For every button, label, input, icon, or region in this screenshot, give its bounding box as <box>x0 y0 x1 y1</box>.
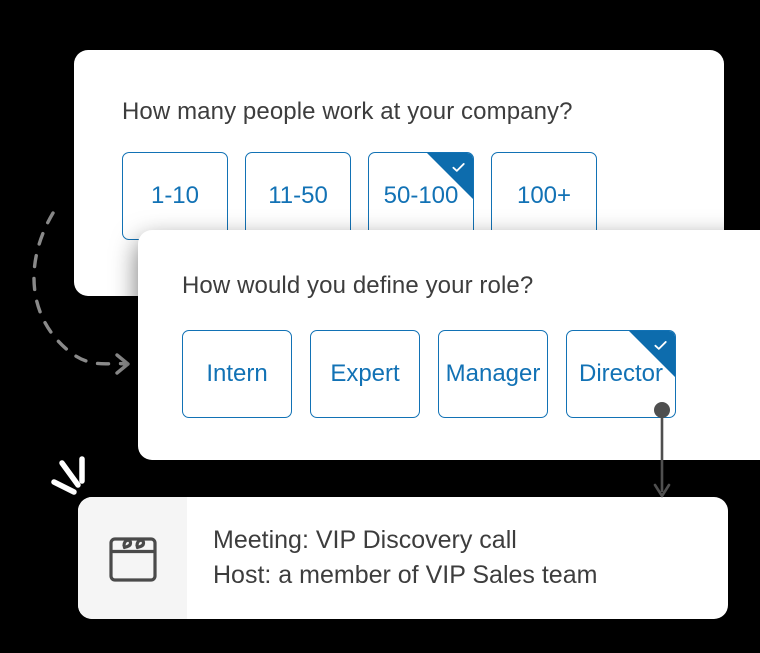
meeting-card: Meeting: VIP Discovery call Host: a memb… <box>78 497 728 619</box>
option-role-4[interactable]: Director <box>566 330 676 418</box>
option-label: 1-10 <box>150 182 200 209</box>
meeting-icon-panel <box>78 497 187 619</box>
option-label: 11-50 <box>268 182 328 209</box>
role-question: How would you define your role? <box>182 272 534 299</box>
check-icon <box>654 341 667 350</box>
option-role-3[interactable]: Manager <box>438 330 548 418</box>
option-company-1[interactable]: 1-10 <box>122 152 228 240</box>
option-label: 50-100 <box>383 182 459 209</box>
option-label: Director <box>578 360 663 387</box>
option-label: 100+ <box>516 182 572 209</box>
option-role-1[interactable]: Intern <box>182 330 292 418</box>
sparkle-icon <box>51 456 85 495</box>
role-options: Intern Expert Manager Director <box>182 330 676 418</box>
calendar-icon <box>108 537 157 582</box>
company-size-options: 1-10 11-50 50-100 100+ <box>122 152 597 240</box>
option-company-2[interactable]: 11-50 <box>245 152 351 240</box>
option-label: Manager <box>445 360 541 387</box>
check-icon <box>452 163 465 172</box>
option-role-2[interactable]: Expert <box>310 330 420 418</box>
option-company-3[interactable]: 50-100 <box>368 152 474 240</box>
option-label: Intern <box>206 360 268 387</box>
option-company-4[interactable]: 100+ <box>491 152 597 240</box>
meeting-details: Meeting: VIP Discovery call Host: a memb… <box>187 497 728 619</box>
option-label: Expert <box>330 360 400 387</box>
meeting-host-line: Host: a member of VIP Sales team <box>213 561 598 589</box>
role-card: How would you define your role? Intern E… <box>138 230 760 460</box>
meeting-title-line: Meeting: VIP Discovery call <box>213 525 517 554</box>
company-size-question: How many people work at your company? <box>122 98 573 125</box>
